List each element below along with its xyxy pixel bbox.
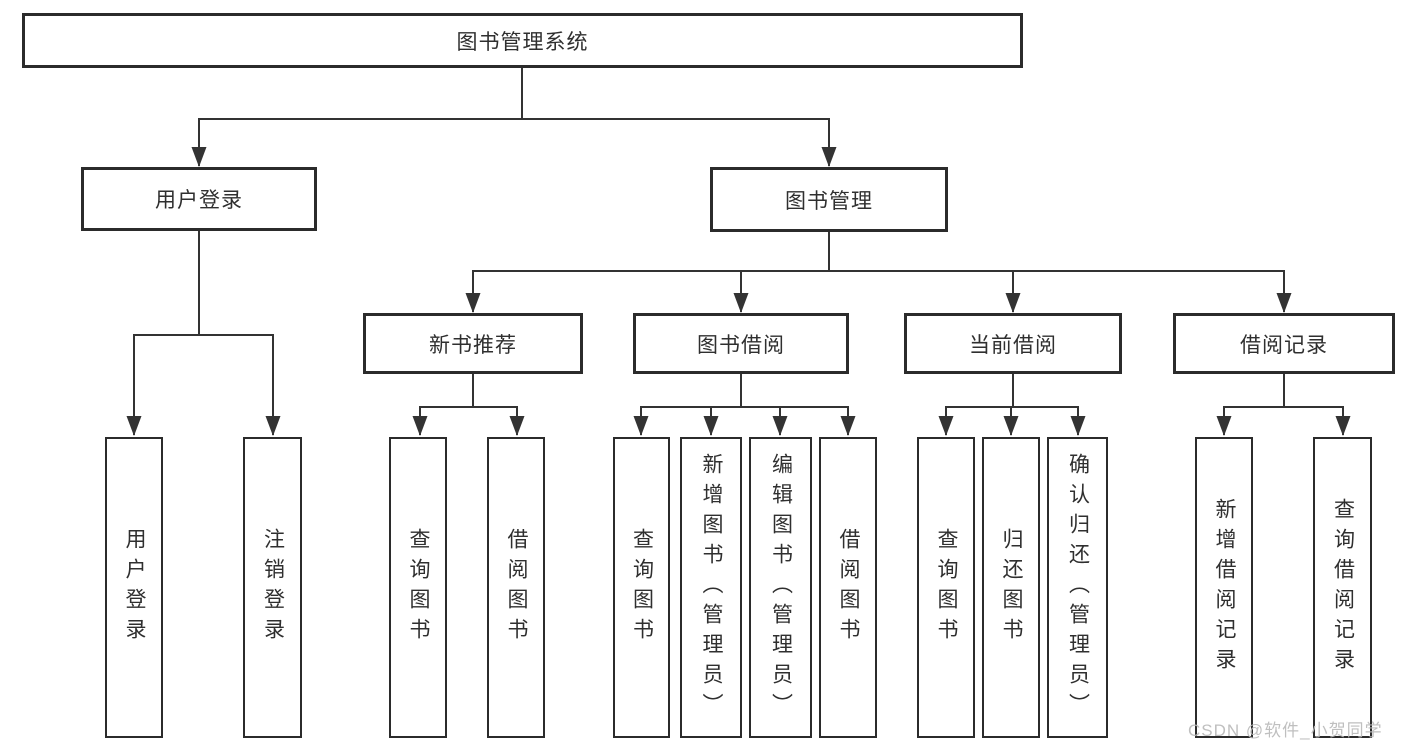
leaf-logout-label: 注销登录 bbox=[261, 527, 285, 648]
leaf-bb-edit-books-admin-label: 编辑图书（管理员） bbox=[769, 452, 793, 723]
leaf-nb-query-books: 查询图书 bbox=[389, 437, 447, 738]
leaf-bb-add-books-admin: 新增图书（管理员） bbox=[680, 437, 742, 738]
connector-user-login-split bbox=[134, 231, 273, 336]
connector-book-borrowing-split bbox=[641, 374, 848, 408]
leaf-cb-confirm-return-admin-label: 确认归还（管理员） bbox=[1066, 452, 1090, 723]
leaf-nb-query-books-label: 查询图书 bbox=[407, 527, 430, 648]
node-book-management-label: 图书管理 bbox=[785, 189, 873, 213]
node-new-book-recommend: 新书推荐 bbox=[363, 313, 583, 374]
leaf-cb-confirm-return-admin: 确认归还（管理员） bbox=[1047, 437, 1108, 738]
leaf-bb-borrow-books: 借阅图书 bbox=[819, 437, 877, 738]
node-book-borrowing: 图书借阅 bbox=[633, 313, 849, 374]
csdn-watermark: CSDN @软件_小贺同学 bbox=[1188, 721, 1383, 740]
connector-current-borrowing-split bbox=[946, 374, 1078, 408]
node-borrowing-records-label: 借阅记录 bbox=[1240, 333, 1328, 357]
leaf-cb-return-books-label: 归还图书 bbox=[1000, 527, 1023, 648]
connector-new-book-split bbox=[420, 374, 517, 408]
leaf-br-add-record-label: 新增借阅记录 bbox=[1213, 497, 1236, 678]
node-current-borrowing: 当前借阅 bbox=[904, 313, 1122, 374]
node-book-borrowing-label: 图书借阅 bbox=[697, 333, 785, 357]
leaf-bb-query-books-label: 查询图书 bbox=[630, 527, 654, 648]
leaf-br-add-record: 新增借阅记录 bbox=[1195, 437, 1253, 738]
leaf-bb-borrow-books-label: 借阅图书 bbox=[837, 527, 860, 648]
leaf-br-query-record-label: 查询借阅记录 bbox=[1331, 497, 1355, 678]
connector-book-management-split bbox=[473, 232, 1284, 272]
node-user-login: 用户登录 bbox=[81, 167, 317, 231]
node-new-book-recommend-label: 新书推荐 bbox=[429, 333, 517, 357]
leaf-user-login-label: 用户登录 bbox=[123, 527, 146, 648]
leaf-nb-borrow-books-label: 借阅图书 bbox=[505, 527, 528, 648]
node-borrowing-records: 借阅记录 bbox=[1173, 313, 1395, 374]
node-book-management: 图书管理 bbox=[710, 167, 948, 232]
leaf-user-login: 用户登录 bbox=[105, 437, 163, 738]
leaf-br-query-record: 查询借阅记录 bbox=[1313, 437, 1372, 738]
leaf-nb-borrow-books: 借阅图书 bbox=[487, 437, 545, 738]
leaf-cb-query-books: 查询图书 bbox=[917, 437, 975, 738]
leaf-cb-return-books: 归还图书 bbox=[982, 437, 1040, 738]
leaf-bb-edit-books-admin: 编辑图书（管理员） bbox=[749, 437, 812, 738]
connector-root-split bbox=[199, 68, 829, 120]
connector-borrowing-records-split bbox=[1224, 374, 1343, 408]
node-user-login-label: 用户登录 bbox=[155, 189, 243, 212]
leaf-bb-query-books: 查询图书 bbox=[613, 437, 670, 738]
node-root-label: 图书管理系统 bbox=[456, 30, 589, 54]
leaf-logout: 注销登录 bbox=[243, 437, 302, 738]
node-root: 图书管理系统 bbox=[22, 13, 1023, 68]
node-current-borrowing-label: 当前借阅 bbox=[969, 333, 1057, 357]
leaf-bb-add-books-admin-label: 新增图书（管理员） bbox=[700, 452, 723, 723]
leaf-cb-query-books-label: 查询图书 bbox=[935, 527, 958, 648]
